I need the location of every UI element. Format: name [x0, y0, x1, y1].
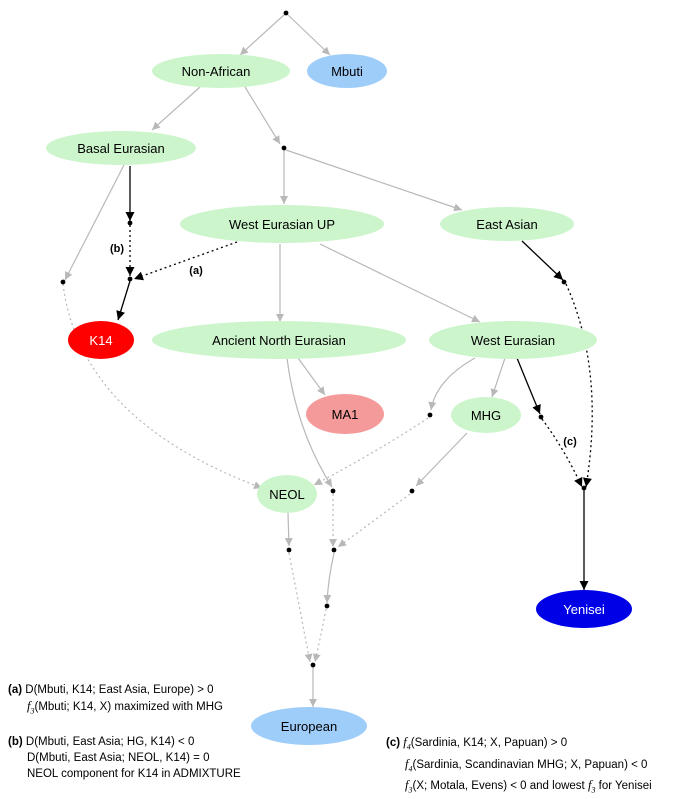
- node-west-eurasian: West Eurasian: [429, 321, 597, 359]
- dot: [427, 412, 433, 418]
- node-shape: [46, 131, 196, 165]
- highlight-admixture-edges: [125, 225, 593, 488]
- edge-join-k14: [116, 280, 131, 321]
- junction-dots: [60, 10, 587, 668]
- note-a-line1: (a) D(Mbuti, K14; East Asia, Europe) > 0: [8, 684, 214, 696]
- note-b-line2: D(Mbuti, East Asia; NEOL, K14) = 0: [27, 752, 210, 764]
- node-label: West Eurasian: [471, 333, 555, 348]
- edge-root-nonafrican: [239, 13, 286, 56]
- edge-basal-neol: [62, 283, 263, 489]
- node-shape: [429, 321, 597, 359]
- node-shape: [306, 394, 384, 434]
- node-label: MA1: [332, 407, 359, 422]
- node-label: Non-African: [182, 64, 251, 79]
- node-shape: [180, 205, 384, 243]
- node-yenisei: Yenisei: [536, 590, 632, 628]
- node-label: NEOL: [269, 487, 304, 502]
- node-label: West Eurasian UP: [229, 217, 335, 232]
- edge-dot-dot: [323, 552, 335, 604]
- edge-weurasian-mhg: [490, 357, 506, 398]
- edge-weup-weurasian: [319, 243, 481, 323]
- edge-weup-join: [133, 241, 238, 281]
- node-west-eurasian-up: West Eurasian UP: [180, 205, 384, 243]
- dot: [310, 662, 316, 668]
- root-dot: [283, 10, 289, 16]
- node-label: K14: [89, 333, 112, 348]
- node-label: European: [281, 719, 337, 734]
- edge-nonafrican-junction: [244, 86, 281, 145]
- edge-label-c: (c): [563, 436, 577, 448]
- note-a: (a) D(Mbuti, K14; East Asia, Europe) > 0…: [8, 682, 223, 720]
- node-shape: [257, 475, 317, 513]
- node-shape: [536, 590, 632, 628]
- node-mbuti: Mbuti: [307, 54, 387, 88]
- dot: [409, 488, 415, 494]
- highlight-edges: [116, 166, 589, 590]
- edge-ane-dot: [286, 357, 333, 488]
- dot: [331, 547, 337, 553]
- edge-eastasian-yenisei: [565, 283, 593, 488]
- node-label: Basal Eurasian: [77, 141, 164, 156]
- node-label: Mbuti: [331, 64, 363, 79]
- node-ma1: MA1: [306, 394, 384, 434]
- node-shape: [251, 707, 367, 745]
- node-basal-eurasian: Basal Eurasian: [46, 131, 196, 165]
- node-shape: [451, 397, 521, 433]
- edge-junction-eastasian: [285, 149, 463, 212]
- node-ancient-north-eurasian: Ancient North Eurasian: [152, 321, 406, 359]
- edge-neol-dot: [284, 512, 293, 547]
- edge-basal-dot: [64, 164, 125, 281]
- dot: [127, 276, 133, 282]
- node-shape: [68, 321, 134, 359]
- edge-neol-european: [288, 552, 313, 663]
- edge-nonafrican-basal: [151, 86, 201, 131]
- dot: [538, 414, 544, 420]
- note-a-line2: f3(Mbuti; K14, X) maximized with MHG: [27, 699, 223, 716]
- dot: [324, 603, 330, 609]
- node-k14: K14: [68, 321, 134, 359]
- edge-weurasian-yenisei: [541, 418, 583, 488]
- edge-ane-ma1: [297, 357, 326, 396]
- node-shape: [152, 54, 290, 88]
- node-label: Yenisei: [563, 602, 605, 617]
- node-neol: NEOL: [257, 475, 317, 513]
- node-label: MHG: [471, 408, 501, 423]
- edge-label-a: (a): [189, 265, 203, 277]
- dot: [561, 279, 567, 285]
- edge-label-b: (b): [110, 243, 124, 255]
- dot: [127, 220, 133, 226]
- dot: [281, 145, 287, 151]
- node-shape: [152, 321, 406, 359]
- note-b-line3: NEOL component for K14 in ADMIXTURE: [27, 768, 241, 780]
- note-b-line1: (b) D(Mbuti, East Asia; HG, K14) < 0: [8, 736, 195, 748]
- edge-root-mbuti: [286, 13, 331, 56]
- node-east-asian: East Asian: [440, 207, 574, 241]
- node-european: European: [251, 707, 367, 745]
- node-shape: [440, 207, 574, 241]
- dot: [581, 485, 587, 491]
- edge-weur-neol: [313, 417, 429, 486]
- node-shape: [307, 54, 387, 88]
- node-label: East Asian: [476, 217, 537, 232]
- edge-eastasian-dot: [521, 240, 564, 281]
- node-mhg: MHG: [451, 397, 521, 433]
- tree-edges: [64, 13, 506, 707]
- node-non-african: Non-African: [152, 54, 290, 88]
- dot: [330, 488, 336, 494]
- node-label: Ancient North Eurasian: [212, 333, 346, 348]
- note-b: (b) D(Mbuti, East Asia; HG, K14) < 0 D(M…: [8, 734, 241, 782]
- note-c-line2: f4(Sardinia, Scandinavian MHG; X, Papuan…: [405, 756, 648, 774]
- note-c: (c) f4(Sardinia, K14; X, Papuan) > 0 f4(…: [386, 734, 652, 799]
- edge-weurasian-dot: [428, 357, 476, 411]
- edge-dot-european2: [312, 608, 327, 663]
- edge-mhg-dot: [415, 432, 468, 487]
- dot: [286, 547, 292, 553]
- edge-mhg-dot2: [337, 493, 411, 548]
- note-c-line1: (c) f4(Sardinia, K14; X, Papuan) > 0: [386, 735, 568, 752]
- admixture-edges: [62, 283, 429, 663]
- note-c-line3: f3(X; Motala, Evens) < 0 and lowest f3 f…: [405, 778, 652, 795]
- edge-weurasian-dot3: [516, 357, 541, 415]
- dot: [60, 279, 66, 285]
